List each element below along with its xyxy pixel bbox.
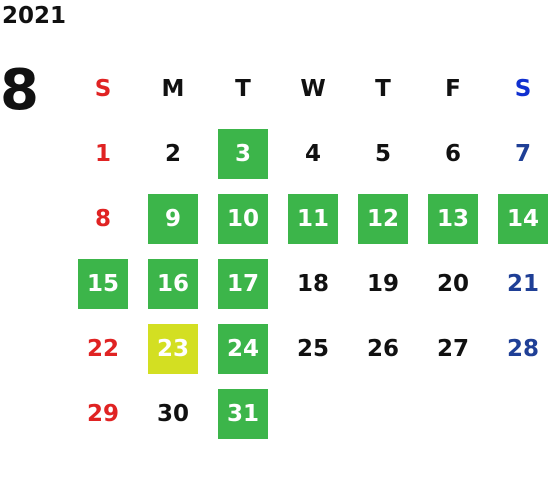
day-cell[interactable]: 28	[488, 316, 548, 381]
day-cell[interactable]: 3	[208, 121, 278, 186]
weekday-header: F	[418, 56, 488, 121]
day-number: 26	[366, 335, 399, 362]
day-cell[interactable]: 1	[68, 121, 138, 186]
day-number: 27	[436, 335, 469, 362]
day-number: 18	[296, 270, 329, 297]
day-cell[interactable]: 11	[278, 186, 348, 251]
day-cell[interactable]: 26	[348, 316, 418, 381]
day-cell[interactable]: 10	[208, 186, 278, 251]
day-cell[interactable]: 4	[278, 121, 348, 186]
day-cell[interactable]: 18	[278, 251, 348, 316]
day-cell[interactable]: 20	[418, 251, 488, 316]
weekday-label: W	[300, 75, 326, 102]
day-cell[interactable]: 19	[348, 251, 418, 316]
weekday-label: F	[445, 75, 461, 102]
day-number: 9	[164, 205, 181, 232]
day-number: 29	[86, 400, 119, 427]
day-cell[interactable]: 8	[68, 186, 138, 251]
day-number: 23	[156, 335, 189, 362]
day-cell[interactable]: 17	[208, 251, 278, 316]
day-cell[interactable]: 9	[138, 186, 208, 251]
day-number: 10	[226, 205, 259, 232]
day-number: 15	[86, 270, 119, 297]
day-cell[interactable]: 27	[418, 316, 488, 381]
day-number: 12	[366, 205, 399, 232]
weekday-label: T	[235, 75, 251, 102]
weekday-label: S	[514, 75, 532, 102]
day-number: 28	[506, 335, 539, 362]
day-cell[interactable]: 21	[488, 251, 548, 316]
day-cell[interactable]: 24	[208, 316, 278, 381]
day-number: 25	[296, 335, 329, 362]
day-number: 20	[436, 270, 469, 297]
day-number: 11	[296, 205, 329, 232]
day-number: 2	[164, 140, 181, 167]
weekday-label: S	[94, 75, 112, 102]
day-cell[interactable]: 25	[278, 316, 348, 381]
year-label: 2021	[2, 3, 67, 29]
day-number: 7	[514, 140, 531, 167]
day-number: 1	[94, 140, 111, 167]
day-number: 14	[506, 205, 539, 232]
day-cell[interactable]: 23	[138, 316, 208, 381]
day-number: 5	[374, 140, 391, 167]
day-cell[interactable]: 29	[68, 381, 138, 446]
weekday-label: M	[161, 75, 185, 102]
weekday-header: T	[208, 56, 278, 121]
weekday-label: T	[375, 75, 391, 102]
day-number: 31	[226, 400, 259, 427]
day-number: 22	[86, 335, 119, 362]
day-cell[interactable]: 6	[418, 121, 488, 186]
day-number: 3	[234, 140, 251, 167]
day-number: 4	[304, 140, 321, 167]
day-cell[interactable]: 15	[68, 251, 138, 316]
day-number: 30	[156, 400, 189, 427]
day-number: 24	[226, 335, 259, 362]
day-cell[interactable]: 14	[488, 186, 548, 251]
day-number: 8	[94, 205, 111, 232]
day-cell[interactable]: 16	[138, 251, 208, 316]
day-number: 13	[436, 205, 469, 232]
day-number: 21	[506, 270, 539, 297]
day-number: 6	[444, 140, 461, 167]
weekday-header: S	[488, 56, 548, 121]
day-cell[interactable]: 31	[208, 381, 278, 446]
day-number: 19	[366, 270, 399, 297]
day-cell[interactable]: 22	[68, 316, 138, 381]
month-label: 8	[0, 58, 39, 123]
day-cell[interactable]: 13	[418, 186, 488, 251]
day-number: 17	[226, 270, 259, 297]
day-cell[interactable]: 30	[138, 381, 208, 446]
weekday-header: M	[138, 56, 208, 121]
day-cell[interactable]: 7	[488, 121, 548, 186]
day-number: 16	[156, 270, 189, 297]
day-cell[interactable]: 2	[138, 121, 208, 186]
day-cell[interactable]: 5	[348, 121, 418, 186]
day-cell[interactable]: 12	[348, 186, 418, 251]
weekday-header: T	[348, 56, 418, 121]
weekday-header: S	[68, 56, 138, 121]
weekday-header: W	[278, 56, 348, 121]
